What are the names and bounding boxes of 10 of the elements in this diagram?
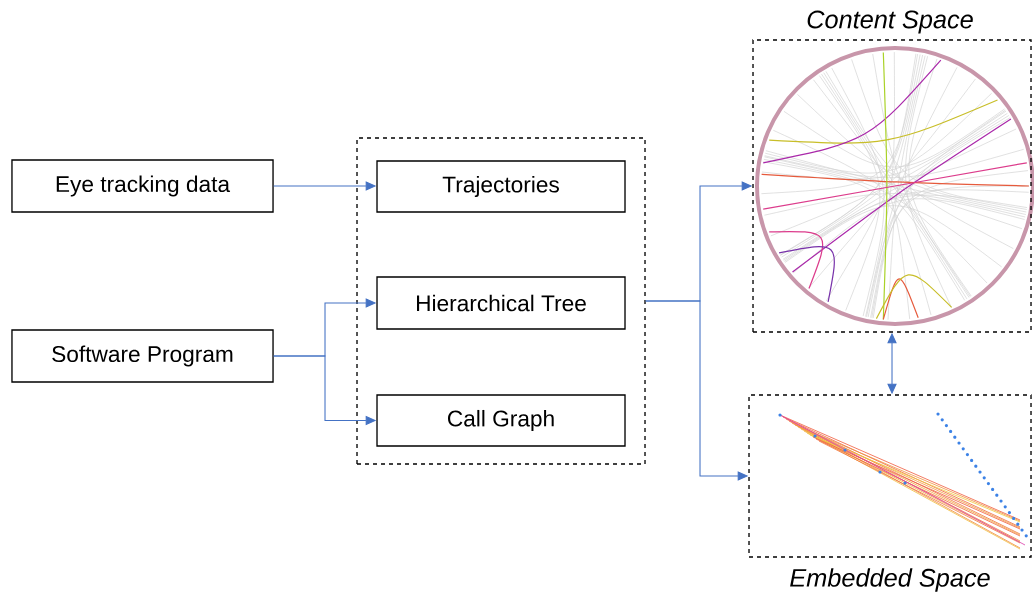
process-box: Hierarchical Tree <box>376 276 626 330</box>
panel: Embedded Space <box>748 394 1032 592</box>
process-box: Software Program <box>11 329 274 383</box>
process-box: Eye tracking data <box>11 159 274 213</box>
node-label: Embedded Space <box>790 568 990 592</box>
panel: Content Space <box>752 10 1032 333</box>
node-label: Content Space <box>807 10 973 34</box>
group-box <box>356 137 646 465</box>
process-box: Trajectories <box>376 160 626 213</box>
process-box: Call Graph <box>376 394 626 447</box>
